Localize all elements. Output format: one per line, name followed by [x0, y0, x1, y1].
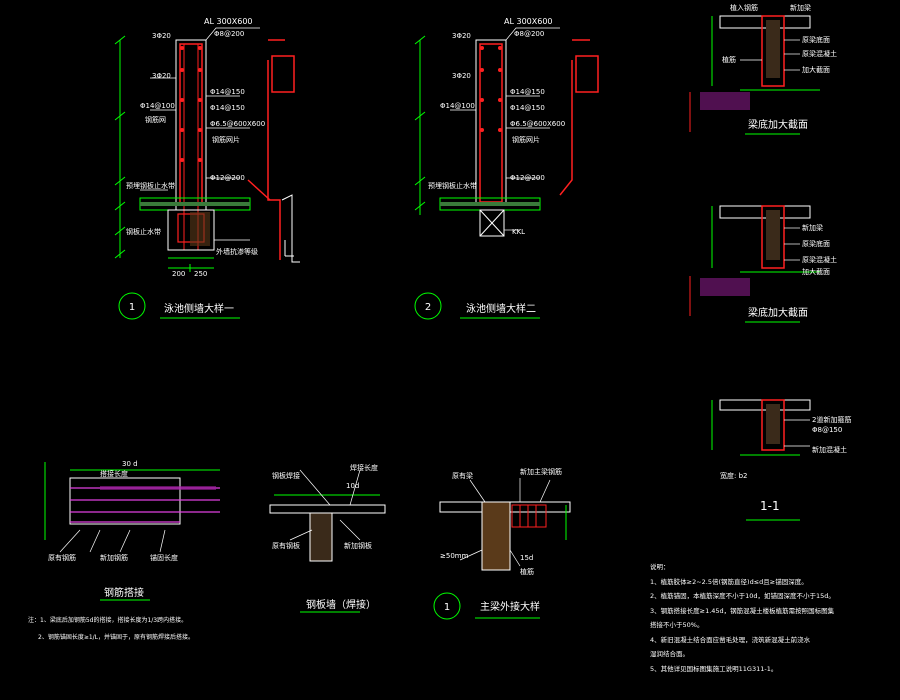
beam-detail-label-1: 新加主梁钢筋 — [520, 467, 562, 476]
detail-2-label-kl: KKL — [512, 228, 525, 236]
detail-1-bar-top2: 3Φ20 — [152, 72, 171, 80]
rebar-lap-drawing — [44, 462, 220, 601]
notes-item-5: 4、新旧混凝土结合面应凿毛处理，浇筑新混凝土前浇水 — [650, 635, 811, 644]
steel-plate-label-3: 焊接长度 — [350, 463, 378, 472]
section-top-label-1: 植入钢筋 — [730, 3, 758, 12]
detail-2-stirrup-top: Φ8@200 — [514, 30, 544, 38]
section-mid-title: 梁底加大截面 — [748, 306, 808, 319]
section-mid-drawing — [689, 205, 820, 323]
detail-2-bar-c: Φ14@100 — [440, 102, 475, 110]
rebar-lap-note-1: 注：1、梁底后加钢筋5d的搭接，搭接长度为1/3跨内搭接。 — [28, 617, 188, 624]
steel-plate-label-5: 新加钢板 — [344, 541, 372, 550]
section-top-label-4: 原梁混凝土 — [802, 49, 837, 58]
detail-1-dim-2: 250 — [194, 270, 207, 278]
detail-1-bar-e: Φ12@200 — [210, 174, 245, 182]
detail-2-bar-a: Φ14@150 — [510, 88, 545, 96]
section-top-drawing — [689, 15, 820, 135]
section-11-label-1: 2道新加箍筋 — [812, 415, 851, 424]
section-11-drawing — [711, 399, 811, 521]
section-mid-label-4: 加大截面 — [802, 267, 830, 276]
section-mid-label-1: 新加梁 — [802, 223, 823, 232]
section-top-label-6: 植筋 — [722, 55, 736, 64]
detail-2-beam-label: AL 300X600 — [504, 17, 553, 26]
section-mid-label-2: 原梁底面 — [802, 239, 830, 248]
rebar-lap-label-2: 搭接长度 — [100, 469, 128, 478]
rebar-lap-label-1: 30 d — [122, 460, 138, 468]
detail-1-bar-a: Φ14@150 — [210, 88, 245, 96]
steel-plate-drawing — [269, 469, 386, 613]
rebar-lap-title: 钢筋搭接 — [104, 586, 144, 599]
rebar-lap-label-5: 锚固长度 — [150, 553, 178, 562]
detail-1-stirrup-top: Φ8@200 — [214, 30, 244, 38]
detail-2-label-d: 钢筋网片 — [512, 135, 540, 144]
beam-detail-label-2: 原有梁 — [452, 471, 473, 480]
rebar-lap-notes: 注：1、梁底后加钢筋5d的搭接，搭接长度为1/3跨内搭接。 2、钢筋锚固长度≥1… — [28, 612, 268, 646]
detail-2-drawing — [414, 27, 599, 320]
detail-2-number: 2 — [425, 302, 431, 313]
notes-item-7: 5、其他详见国标图集施工说明11G311-1。 — [650, 664, 778, 673]
detail-2-title: 泳池侧墙大样二 — [466, 302, 536, 315]
notes-block: 说明： 1、植筋胶体≥2~2.5倍(钢筋直径)d≤d且≥锚固深度。 2、植筋锚固… — [650, 560, 890, 676]
notes-item-6: 湿润结合面。 — [650, 650, 689, 658]
rebar-lap-label-4: 新加钢筋 — [100, 553, 128, 562]
detail-1-label-bottom: 外墙抗渗等级 — [216, 247, 258, 256]
detail-1-bar-b: Φ14@150 — [210, 104, 245, 112]
section-11-label-3: 新加混凝土 — [812, 445, 847, 454]
notes-item-4: 搭接不小于50%。 — [650, 621, 704, 629]
notes-heading: 说明： — [650, 563, 670, 571]
steel-plate-label-1: 钢板焊接 — [272, 471, 300, 480]
section-top-label-3: 原梁底面 — [802, 35, 830, 44]
detail-1-bar-top1: 3Φ20 — [152, 32, 171, 40]
detail-1-number: 1 — [129, 302, 135, 313]
steel-plate-title: 钢板墙（焊接） — [306, 598, 376, 611]
notes-item-3: 3、钢筋搭接长度≥1.45d，钢筋混凝土楼板植筋需按照国标图集 — [650, 606, 835, 615]
detail-2-bar-b: Φ14@150 — [510, 104, 545, 112]
detail-1-label-d: 钢筋网片 — [212, 135, 240, 144]
section-top-title: 梁底加大截面 — [748, 118, 808, 131]
beam-detail-label-5: 植筋 — [520, 567, 534, 576]
section-11-label-4: 宽度: b2 — [720, 471, 747, 480]
beam-detail-title: 主梁外接大样 — [480, 600, 540, 613]
rebar-lap-note-2: 2、钢筋锚固长度≥1/L，并锚固于，原有钢筋焊接后搭接。 — [38, 634, 195, 641]
detail-2-bar-e: Φ12@200 — [510, 174, 545, 182]
section-top-label-2: 新加梁 — [790, 3, 811, 12]
detail-2-bar-top2: 3Φ20 — [452, 72, 471, 80]
detail-1-title: 泳池侧墙大样一 — [164, 302, 234, 315]
rebar-lap-label-3: 原有钢筋 — [48, 553, 76, 562]
beam-detail-number: 1 — [444, 602, 450, 613]
detail-1-label-seal: 预埋钢板止水带 — [126, 181, 175, 190]
section-top-label-5: 加大截面 — [802, 65, 830, 74]
detail-2-bar-d: Φ6.5@600X600 — [510, 120, 565, 128]
steel-plate-label-2: 10d — [346, 482, 359, 490]
detail-2-label-seal: 预埋钢板止水带 — [428, 181, 477, 190]
section-11-title: 1-1 — [760, 499, 780, 513]
section-11-label-2: Φ8@150 — [812, 426, 842, 434]
detail-1-bar-c: Φ14@100 — [140, 102, 175, 110]
detail-1-drawing — [114, 27, 300, 320]
notes-item-1: 1、植筋胶体≥2~2.5倍(钢筋直径)d≤d且≥锚固深度。 — [650, 577, 808, 586]
beam-detail-drawing — [433, 478, 571, 620]
detail-1-note-bottom: 钢板止水带 — [126, 227, 161, 236]
detail-1-bar-d: Φ6.5@600X600 — [210, 120, 265, 128]
steel-plate-label-4: 原有钢板 — [272, 541, 300, 550]
beam-detail-label-4: 15d — [520, 554, 533, 562]
detail-1-dim-1: 200 — [172, 270, 185, 278]
detail-2-bar-top1: 3Φ20 — [452, 32, 471, 40]
section-mid-label-3: 原梁混凝土 — [802, 255, 837, 264]
detail-1-label-c: 钢筋网 — [145, 115, 166, 124]
notes-item-2: 2、植筋锚固，本植筋深度不小于10d，如锚固深度不小于15d。 — [650, 592, 835, 600]
detail-1-beam-label: AL 300X600 — [204, 17, 253, 26]
beam-detail-label-3: ≥50mm — [440, 552, 469, 560]
